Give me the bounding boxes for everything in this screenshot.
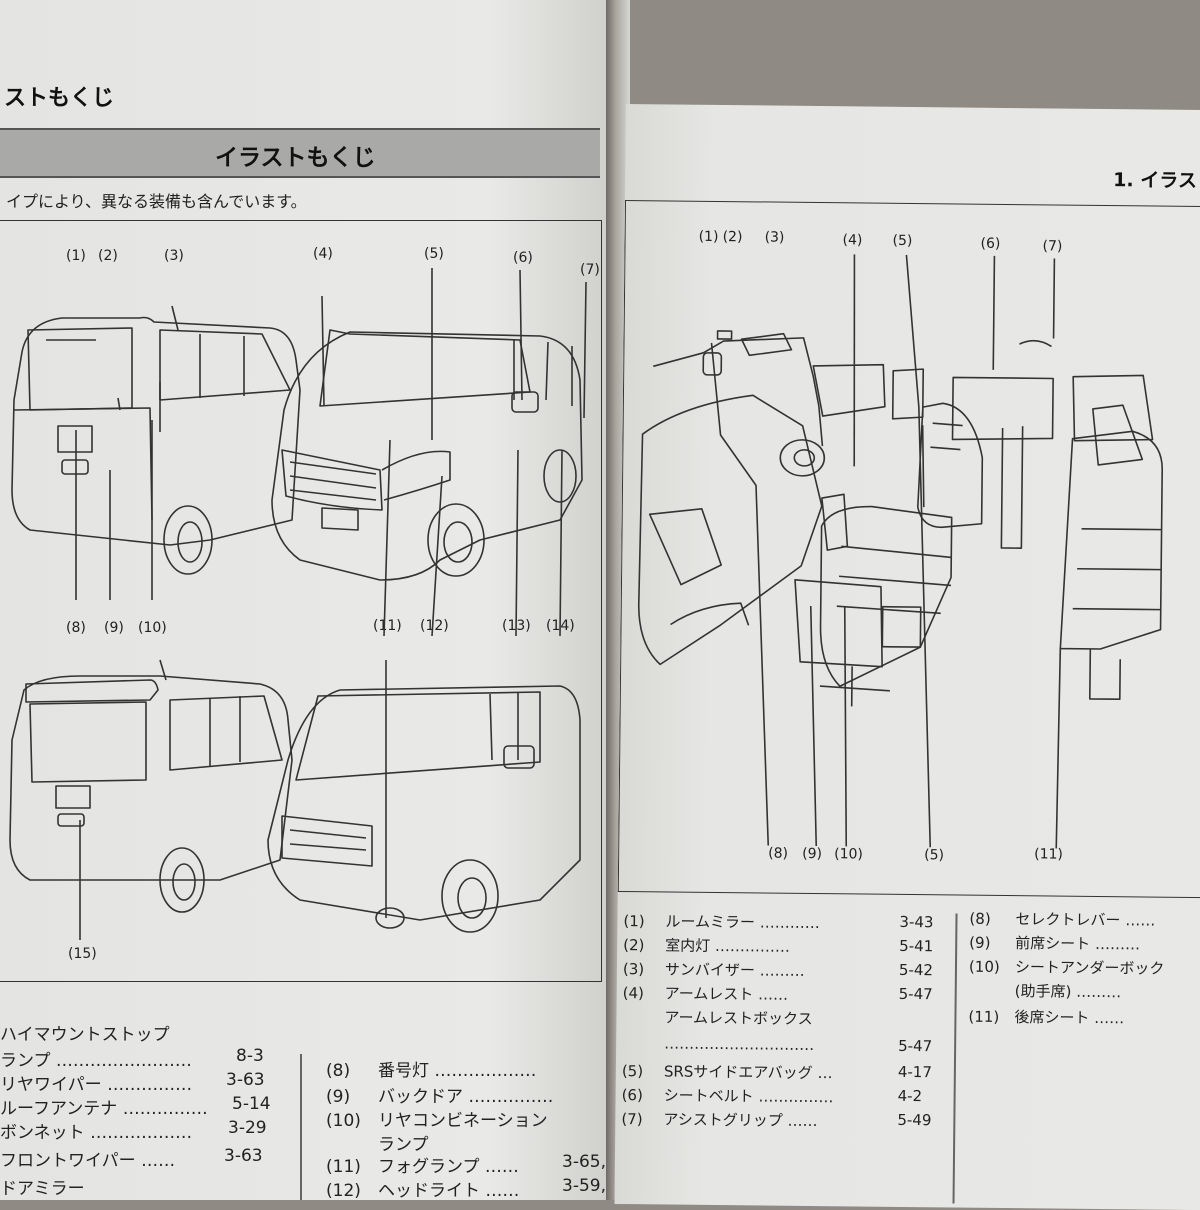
- index-entry: リヤワイパー …………… 3-63: [0, 1070, 290, 1095]
- index-page: 5-49: [897, 1111, 931, 1129]
- index-entry: ルーフアンテナ …………… 5-14: [0, 1094, 290, 1119]
- index-page: 5-41: [899, 937, 933, 955]
- index-number: (8): [969, 910, 1015, 928]
- index-label: リヤワイパー: [0, 1075, 102, 1095]
- index-entry: フロントワイパー …… 3-63: [0, 1146, 290, 1171]
- index-label: ランプ: [0, 1051, 51, 1071]
- index-entry: ランプ …………………… 8-3: [0, 1046, 290, 1071]
- index-number: (8): [326, 1061, 378, 1081]
- right-page: 1. イラス (1) (2) (3) (4) (5) (6) (7) (8) (…: [614, 104, 1200, 1210]
- index-number: (1): [623, 912, 665, 930]
- index-page: 5-47: [899, 985, 933, 1003]
- index-page: 5-14: [232, 1094, 271, 1114]
- index-entry: (3)サンバイザー ……… 5-42: [623, 958, 943, 982]
- index-entry: (12)ヘッドライト …… 3-59,: [326, 1176, 612, 1200]
- index-page: 3-59,: [562, 1176, 606, 1196]
- index-entry: (4)アームレスト …… 5-47: [623, 982, 943, 1006]
- index-entry: ………………………… 5-47: [622, 1034, 942, 1055]
- index-entry: (11)フォグランプ …… 3-65,: [326, 1152, 612, 1177]
- index-label: サンバイザー: [665, 960, 755, 979]
- index-number: (9): [969, 934, 1015, 952]
- index-entry: (11)後席シート ……: [968, 1006, 1124, 1029]
- index-number: (10): [969, 958, 1015, 976]
- index-label: ルーフアンテナ: [0, 1099, 117, 1119]
- index-entry: (2)室内灯 …………… 5-41: [623, 934, 943, 958]
- index-entry: (助手席) ………: [969, 980, 1122, 1003]
- index-page: 3-43: [899, 913, 933, 931]
- index-label: ドアミラー: [0, 1179, 85, 1199]
- index-page: 3-63: [226, 1070, 265, 1090]
- index-entry: (8)セレクトレバー ……: [969, 908, 1155, 931]
- index-page: 8-3: [236, 1046, 264, 1066]
- index-label: 番号灯: [378, 1061, 429, 1081]
- index-label: アシストグリップ: [663, 1110, 783, 1129]
- index-number: (10): [326, 1111, 378, 1131]
- index-number: (5): [622, 1062, 664, 1080]
- index-label: 室内灯: [665, 936, 710, 954]
- index-entry: (10)リヤコンビネーション: [326, 1106, 612, 1131]
- index-label: シートベルト: [664, 1086, 754, 1105]
- index-number: (11): [326, 1157, 378, 1177]
- index-number: (3): [623, 960, 665, 978]
- index-label: (助手席): [1015, 982, 1072, 1001]
- index-number: (7): [621, 1110, 663, 1128]
- index-label: ボンネット: [0, 1123, 85, 1143]
- index-number: (11): [968, 1008, 1014, 1026]
- index-label: アームレスト: [665, 984, 754, 1003]
- index-label: リヤコンビネーション: [378, 1111, 548, 1131]
- index-label: 後席シート: [1014, 1008, 1089, 1027]
- index-entry: (6)シートベルト …………… 4-2: [622, 1084, 942, 1108]
- index-entry: ドアミラー: [0, 1174, 85, 1199]
- index-entry: (10)シートアンダーボック: [969, 956, 1165, 979]
- index-label: バックドア: [378, 1087, 463, 1107]
- index-page: 3-29: [228, 1118, 267, 1138]
- index-number: (4): [623, 984, 665, 1002]
- interior-line-art: [618, 104, 1200, 890]
- index-number: (12): [326, 1181, 378, 1200]
- index-label: SRSサイドエアバッグ: [664, 1062, 813, 1082]
- index-entry: (8)番号灯 ………………: [326, 1056, 612, 1081]
- index-page: 4-2: [898, 1087, 923, 1105]
- index-label: ハイマウントストップ: [0, 1025, 170, 1045]
- index-label: ルームミラー: [665, 912, 755, 931]
- index-page: 5-47: [898, 1037, 932, 1055]
- index-label: フォグランプ: [378, 1157, 480, 1177]
- index-label: フロントワイパー: [0, 1151, 136, 1171]
- van-line-art: [0, 0, 610, 980]
- left-page: ストもくじ イラストもくじ イプにより、異なる装備も含んでいます。 (1) (2…: [0, 0, 612, 1200]
- index-label: ヘッドライト: [378, 1181, 480, 1200]
- index-entry: ボンネット ……………… 3-29: [0, 1118, 290, 1143]
- index-label: セレクトレバー: [1015, 910, 1120, 929]
- index-label: アームレストボックス: [664, 1008, 812, 1028]
- column-divider: [953, 913, 958, 1203]
- index-entry: (9)バックドア ……………: [326, 1082, 612, 1107]
- index-number: (2): [623, 936, 665, 954]
- index-entry: (7)アシストグリップ …… 5-49: [621, 1108, 941, 1132]
- index-entry: (9)前席シート ………: [969, 932, 1140, 955]
- index-label: 前席シート: [1015, 934, 1090, 953]
- index-number: (9): [326, 1087, 378, 1107]
- index-page: 4-17: [898, 1063, 932, 1081]
- index-entry: (1)ルームミラー ………… 3-43: [623, 910, 943, 934]
- index-entry: (5)SRSサイドエアバッグ … 4-17: [622, 1060, 942, 1084]
- index-entry: ハイマウントストップ: [0, 1020, 170, 1045]
- index-page: 3-65,: [562, 1152, 606, 1172]
- index-label: シートアンダーボック: [1015, 958, 1165, 978]
- column-divider: [300, 1054, 302, 1200]
- index-page: 5-42: [899, 961, 933, 979]
- index-page: 3-63: [224, 1146, 263, 1166]
- index-entry: アームレストボックス: [622, 1006, 942, 1030]
- index-number: (6): [622, 1086, 664, 1104]
